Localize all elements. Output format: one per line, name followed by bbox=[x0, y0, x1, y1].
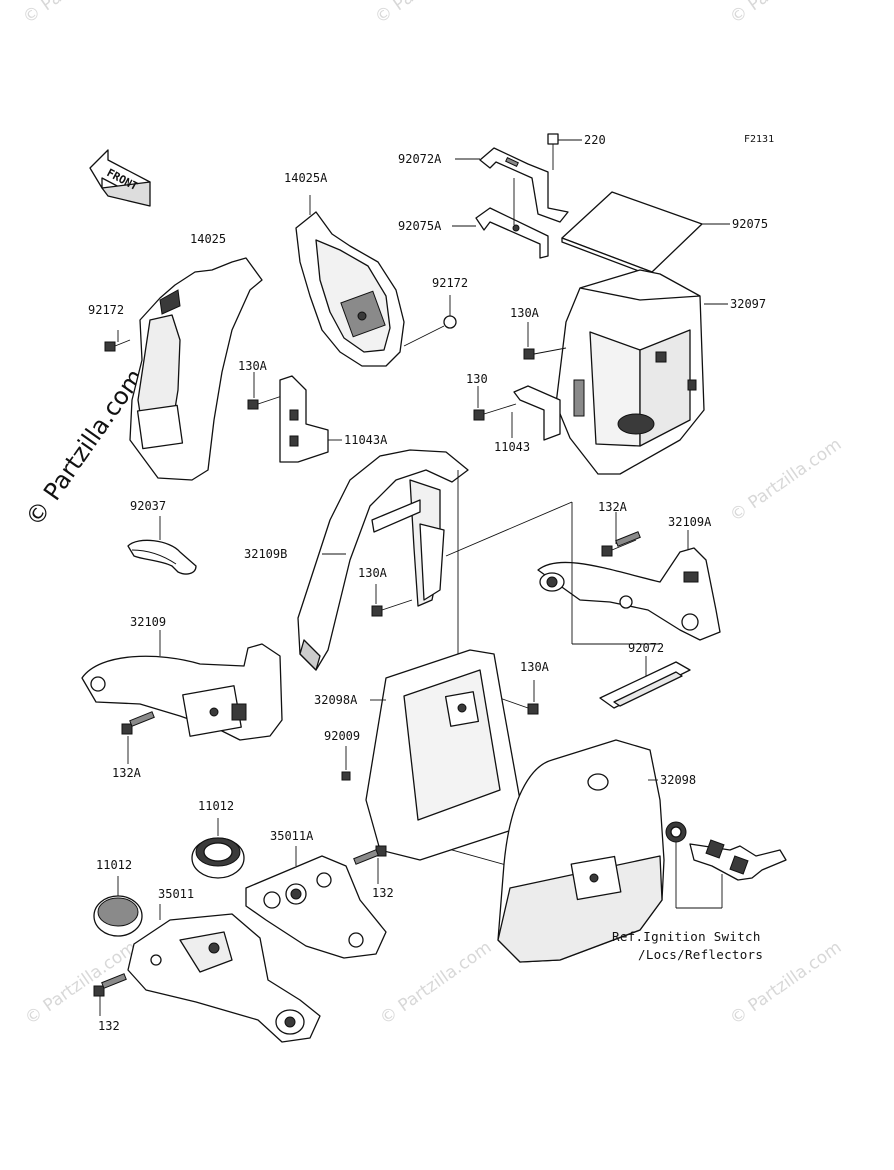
label-132A-left: 132A bbox=[112, 766, 142, 780]
bolt-130A-top bbox=[523, 322, 567, 360]
bolt-132-low bbox=[93, 973, 127, 1016]
watermark-bottom-left: © Partzilla.com bbox=[21, 937, 140, 1029]
grommet-11012-top bbox=[191, 818, 245, 879]
reference-note-line2: /Locs/Reflectors bbox=[638, 947, 763, 962]
label-220: 220 bbox=[584, 133, 606, 147]
grab-rail-32109A bbox=[537, 530, 721, 641]
bolt-132A-right bbox=[601, 512, 641, 557]
label-14025: 14025 bbox=[190, 232, 226, 246]
label-132A-right: 132A bbox=[598, 500, 628, 514]
label-35011A: 35011A bbox=[270, 829, 314, 843]
label-92172-left: 92172 bbox=[88, 303, 124, 317]
clamp-92072A bbox=[455, 147, 569, 223]
watermark-top-left: © Partzilla.com bbox=[19, 0, 138, 28]
front-arrow-icon: FRONT bbox=[89, 149, 151, 207]
label-130: 130 bbox=[466, 372, 488, 386]
bolt-220 bbox=[547, 133, 582, 170]
label-130A-left: 130A bbox=[238, 359, 268, 373]
bolt-92172-left bbox=[104, 330, 131, 352]
label-92075: 92075 bbox=[732, 217, 768, 231]
bolt-130A-left bbox=[247, 372, 283, 410]
label-14025A: 14025A bbox=[284, 171, 328, 185]
label-11043A: 11043A bbox=[344, 433, 388, 447]
side-cover-14025A bbox=[295, 195, 405, 367]
screw-92009 bbox=[341, 746, 351, 781]
label-11012-left: 11012 bbox=[96, 858, 132, 872]
bracket-92075A bbox=[452, 178, 549, 259]
label-32109B: 32109B bbox=[244, 547, 287, 561]
cover-32098 bbox=[497, 739, 665, 963]
label-32109: 32109 bbox=[130, 615, 166, 629]
watermark-bottom-mid: © Partzilla.com bbox=[376, 937, 495, 1029]
grab-rail-32109B bbox=[297, 449, 469, 671]
label-132-mid: 132 bbox=[372, 886, 394, 900]
bolt-130A-mid bbox=[371, 584, 413, 617]
reference-note: Ref.Ignition Switch /Locs/Reflectors bbox=[612, 929, 763, 962]
part-labels: 220 92072A 92075A 92075 14025A 14025 921… bbox=[88, 133, 768, 1033]
grab-rail-32109 bbox=[81, 630, 283, 741]
watermark-top-right: © Partzilla.com bbox=[726, 0, 845, 28]
pad-92075 bbox=[561, 191, 730, 277]
watermark-top-mid: © Partzilla.com bbox=[371, 0, 490, 28]
battery-case-32097 bbox=[555, 269, 728, 475]
label-130A-top: 130A bbox=[510, 306, 540, 320]
bracket-35011A bbox=[245, 846, 387, 959]
label-32098A: 32098A bbox=[314, 693, 358, 707]
bolt-132-mid bbox=[353, 845, 387, 884]
bracket-35011 bbox=[127, 904, 321, 1043]
label-32097: 32097 bbox=[730, 297, 766, 311]
cap-11012-left bbox=[93, 876, 143, 937]
label-11012-top: 11012 bbox=[198, 799, 234, 813]
label-32098: 32098 bbox=[660, 773, 696, 787]
bracket-11043A bbox=[279, 375, 342, 463]
bolt-132A-left bbox=[121, 711, 155, 764]
case-inner-32098A bbox=[365, 649, 521, 861]
label-92075A: 92075A bbox=[398, 219, 442, 233]
label-92009: 92009 bbox=[324, 729, 360, 743]
label-92037: 92037 bbox=[130, 499, 166, 513]
side-cover-14025 bbox=[129, 257, 263, 481]
label-92072A: 92072A bbox=[398, 152, 442, 166]
label-132-low: 132 bbox=[98, 1019, 120, 1033]
bracket-11043 bbox=[511, 385, 561, 441]
bolt-92172-mid bbox=[403, 295, 457, 347]
label-35011: 35011 bbox=[158, 887, 194, 901]
label-92172-mid: 92172 bbox=[432, 276, 468, 290]
watermark-mid-right: © Partzilla.com bbox=[726, 434, 845, 526]
label-130A-low: 130A bbox=[520, 660, 550, 674]
label-130A-mid: 130A bbox=[358, 566, 388, 580]
key-icon bbox=[665, 821, 787, 881]
bolt-130 bbox=[473, 386, 517, 421]
strap-92072 bbox=[599, 656, 691, 709]
figure-code: F2131 bbox=[744, 134, 774, 145]
label-32109A: 32109A bbox=[668, 515, 712, 529]
clip-92037 bbox=[127, 516, 197, 575]
label-11043: 11043 bbox=[494, 440, 530, 454]
reference-note-line1: Ref.Ignition Switch bbox=[612, 929, 761, 944]
label-92072: 92072 bbox=[628, 641, 664, 655]
